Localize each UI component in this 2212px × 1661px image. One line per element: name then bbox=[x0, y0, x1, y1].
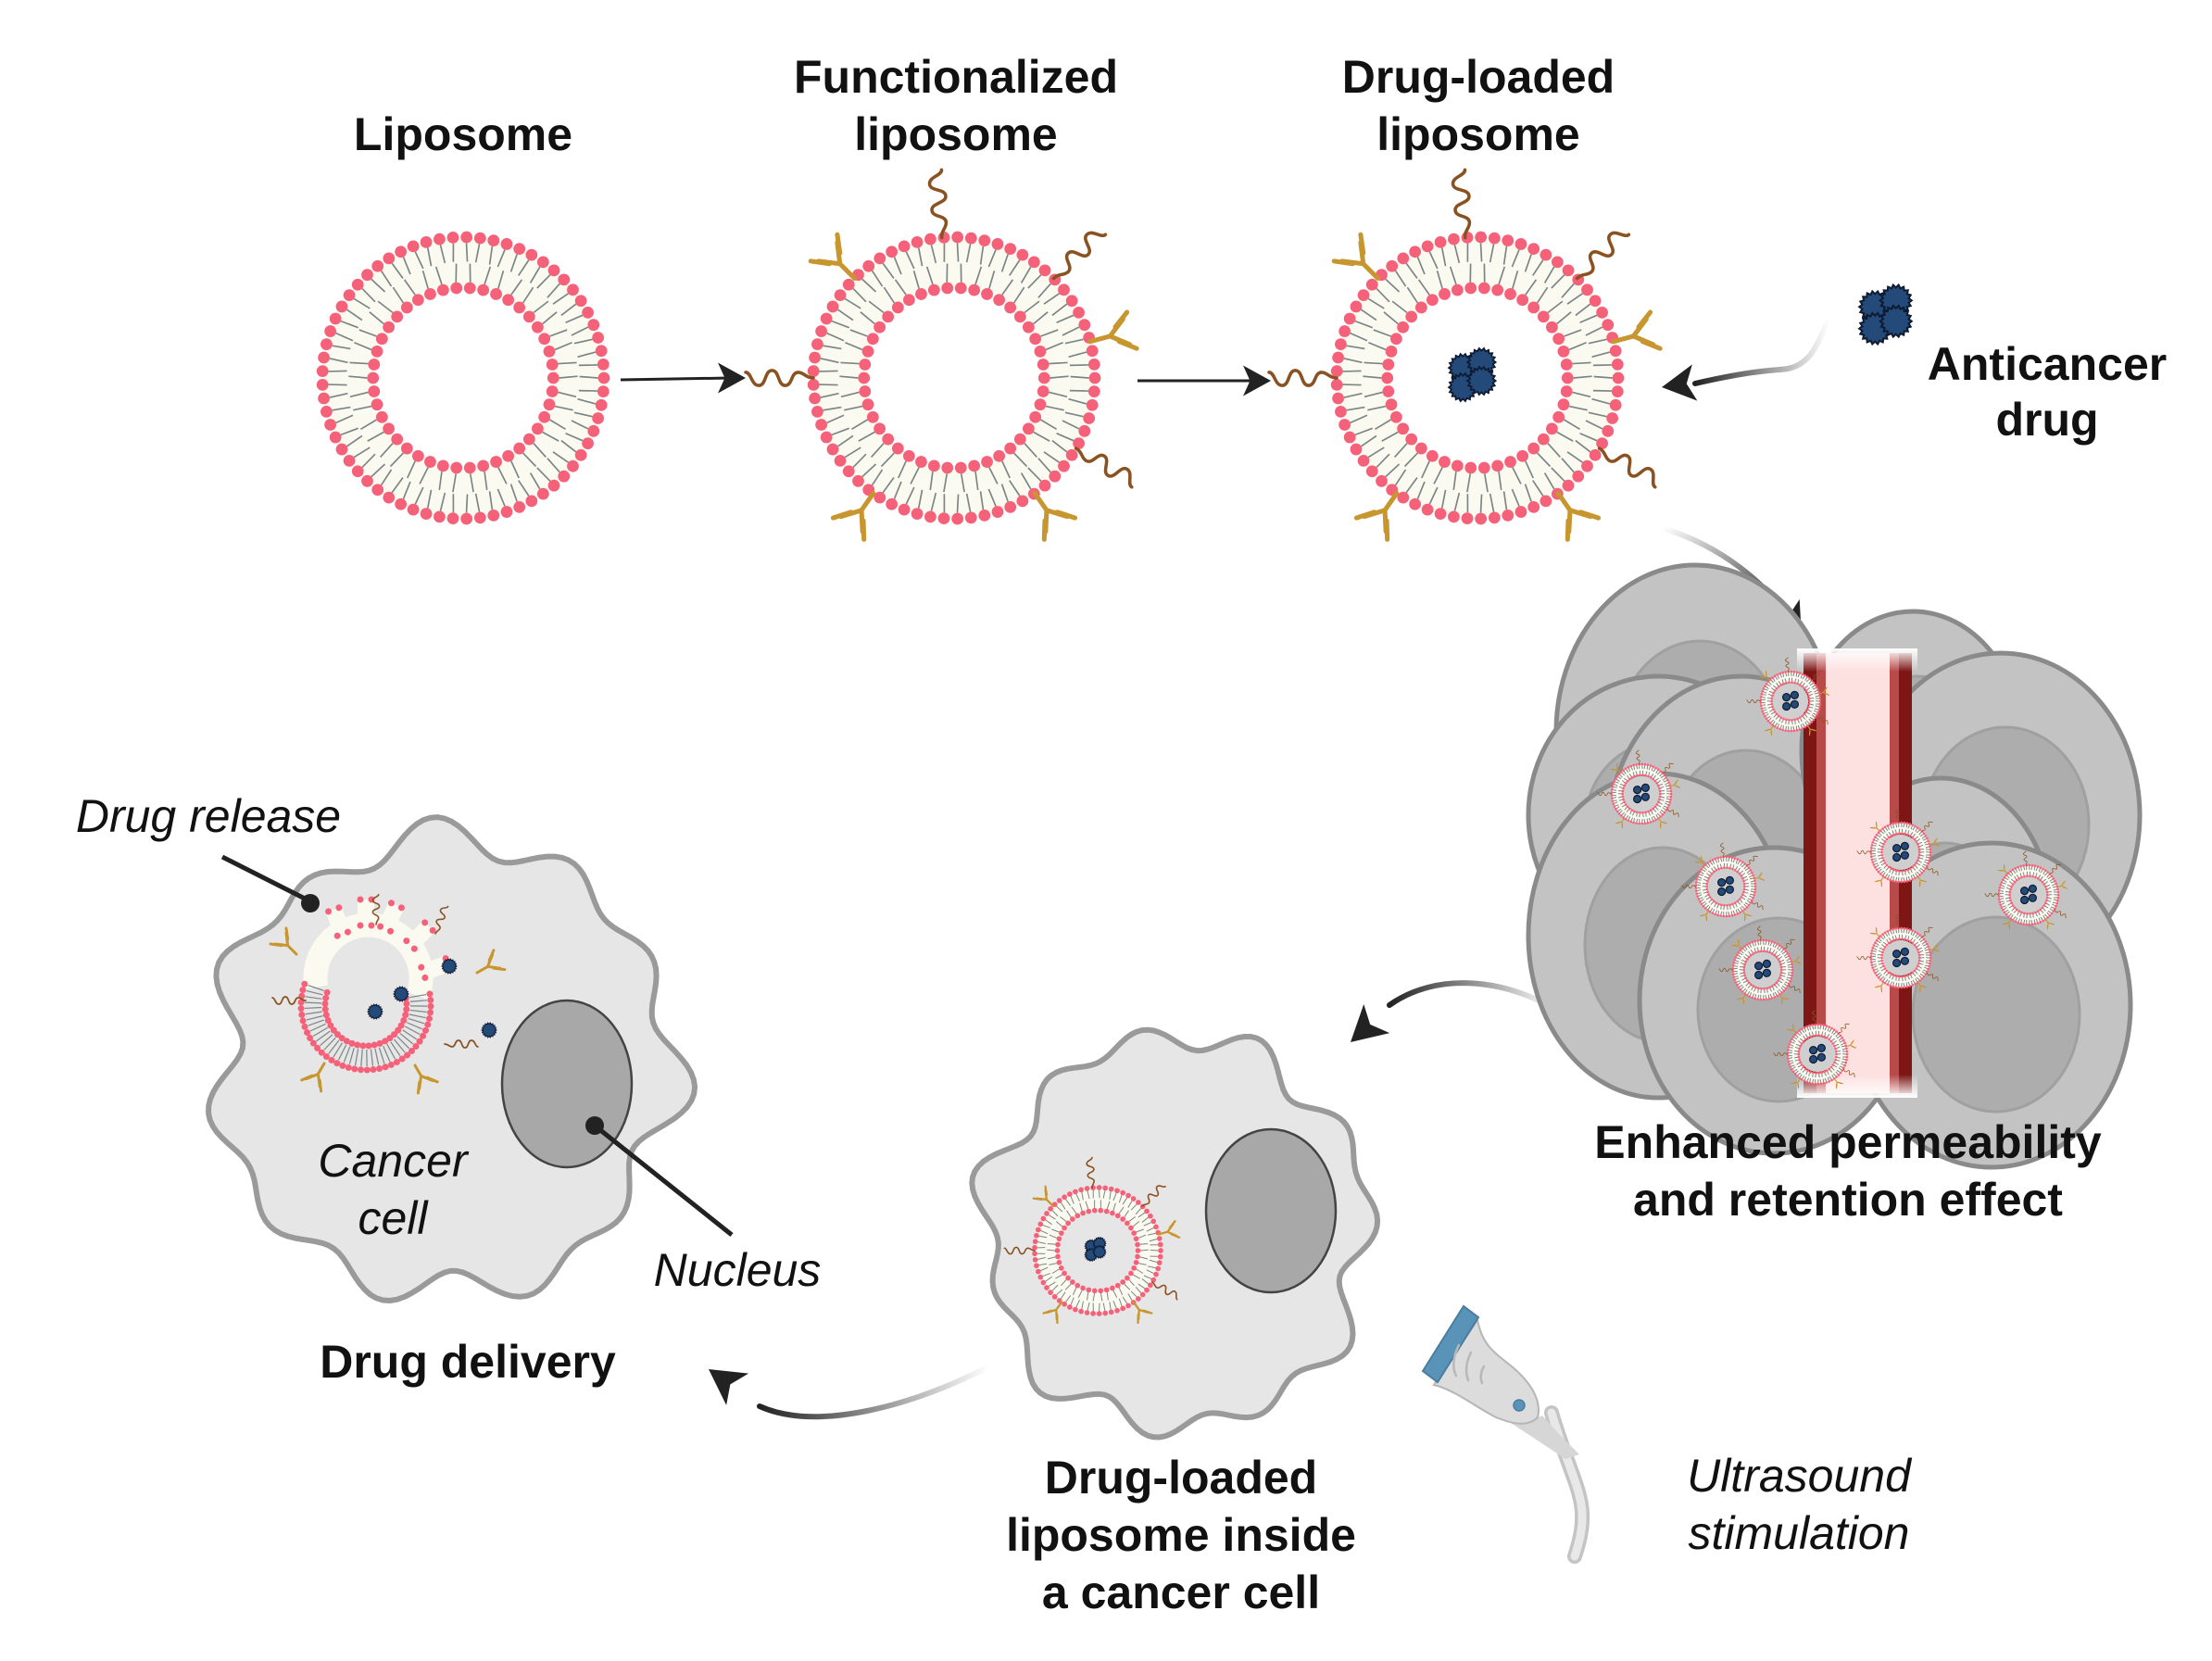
label-anticancer-line1: Anticancer bbox=[1928, 338, 2167, 390]
drug-cluster bbox=[1085, 1238, 1106, 1262]
lipid-bilayer bbox=[347, 262, 578, 493]
label-inside-cell: Drug-loaded liposome inside a cancer cel… bbox=[1006, 1452, 1356, 1618]
label-functionalized-line2: liposome bbox=[854, 108, 1057, 160]
peptide-chain-icon bbox=[1049, 225, 1107, 283]
label-inside-cell-line1: Drug-loaded bbox=[1045, 1452, 1317, 1504]
drug-release-pointer bbox=[222, 857, 310, 901]
cancer-cell-with-liposome bbox=[972, 1030, 1377, 1438]
drug-release-pointer-dot bbox=[301, 894, 320, 912]
label-drug-delivery: Drug delivery bbox=[320, 1336, 616, 1388]
drug-particle-icon bbox=[442, 959, 457, 974]
label-ultrasound-line1: Ultrasound bbox=[1687, 1450, 1913, 1502]
label-anticancer-drug: Anticancer drug bbox=[1928, 338, 2167, 446]
peptide-chain-icon bbox=[1572, 225, 1630, 283]
peptide-chain-icon bbox=[1269, 371, 1337, 385]
label-drug-loaded-liposome: Drug-loaded liposome bbox=[1342, 51, 1615, 160]
arrow-cell-to-delivery bbox=[698, 1353, 989, 1416]
label-epr-line1: Enhanced permeability bbox=[1594, 1116, 2102, 1168]
lipid-bilayer bbox=[838, 262, 1069, 493]
drug-particle-icon bbox=[368, 1004, 383, 1019]
arrowhead-icon bbox=[1338, 1004, 1389, 1056]
label-functionalized-liposome: Functionalized liposome bbox=[794, 51, 1118, 160]
label-functionalized-line1: Functionalized bbox=[794, 51, 1118, 103]
drug-particle-icon bbox=[1093, 1246, 1106, 1258]
anticancer-drug-icon bbox=[1859, 285, 1912, 345]
peptide-chain-icon bbox=[1452, 170, 1473, 238]
label-cancer-cell-line2: cell bbox=[358, 1192, 429, 1244]
ultrasound-probe bbox=[1423, 1306, 1582, 1556]
label-liposome: Liposome bbox=[354, 108, 572, 160]
cancer-cell-delivery bbox=[208, 817, 732, 1301]
arrowhead-icon bbox=[698, 1353, 748, 1405]
peptide-chain-icon bbox=[746, 371, 813, 385]
arrow-drug-to-liposome bbox=[1659, 320, 1829, 406]
label-nucleus: Nucleus bbox=[654, 1244, 822, 1296]
label-cancer-cell-line1: Cancer bbox=[318, 1135, 470, 1187]
drug-particle-icon bbox=[482, 1023, 496, 1038]
label-inside-cell-line3: a cancer cell bbox=[1042, 1567, 1320, 1618]
label-drug-release: Drug release bbox=[76, 790, 341, 842]
label-inside-cell-line2: liposome inside bbox=[1006, 1509, 1356, 1561]
label-epr: Enhanced permeability and retention effe… bbox=[1594, 1116, 2102, 1226]
drug-particle-icon bbox=[1467, 367, 1495, 395]
peptide-chain-icon bbox=[1596, 442, 1662, 489]
nucleus bbox=[1206, 1129, 1336, 1292]
label-liposome-line1: Liposome bbox=[354, 108, 572, 160]
label-epr-line2: and retention effect bbox=[1633, 1174, 2063, 1226]
drug-cluster bbox=[1449, 348, 1496, 401]
liposome-stages bbox=[317, 170, 1912, 539]
label-drug-loaded-line2: liposome bbox=[1376, 108, 1579, 160]
liposome-drug-loaded bbox=[1269, 170, 1662, 539]
peptide-chain-icon bbox=[928, 170, 949, 238]
label-anticancer-line2: drug bbox=[1995, 394, 2098, 446]
peptide-chain-icon bbox=[1073, 442, 1138, 489]
nucleus-pointer-dot bbox=[585, 1116, 604, 1135]
drug-particle-icon bbox=[394, 987, 408, 1001]
arrowhead-icon bbox=[1659, 364, 1697, 405]
drug-particle-icon bbox=[1880, 306, 1912, 337]
tumor-cell-nucleus bbox=[1913, 917, 2080, 1112]
label-ultrasound-line2: stimulation bbox=[1689, 1507, 1910, 1559]
ultrasound-probe-icon bbox=[1423, 1306, 1582, 1556]
probe-button bbox=[1514, 1400, 1525, 1411]
lipid-fragment bbox=[358, 897, 375, 929]
arrow-liposome-to-functionalized bbox=[621, 363, 746, 394]
label-ultrasound: Ultrasound stimulation bbox=[1687, 1450, 1913, 1559]
epr-tumor-tissue bbox=[1528, 565, 2140, 1167]
arrow-functionalized-to-drug-loaded bbox=[1137, 366, 1271, 396]
liposome-plain bbox=[317, 232, 610, 525]
liposome-functionalized bbox=[746, 170, 1138, 539]
arrow-epr-to-cell bbox=[1338, 983, 1556, 1056]
label-drug-loaded-line1: Drug-loaded bbox=[1342, 51, 1615, 103]
